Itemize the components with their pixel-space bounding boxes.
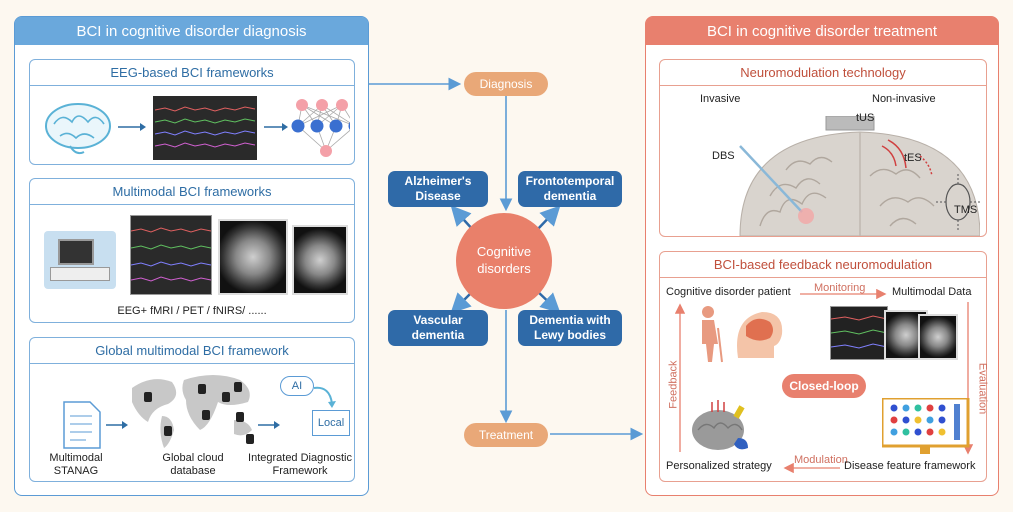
feedback-ct-image [918, 314, 958, 360]
arrow-right-icon [258, 421, 280, 429]
feedback-title: BCI-based feedback neuromodulation [660, 252, 986, 278]
disease-vascular: Vascular dementia [388, 310, 488, 346]
neural-network-icon [291, 99, 350, 157]
world-map-icon [132, 375, 254, 448]
evaluation-label: Evaluation [976, 362, 989, 415]
eeg-signal-panel [130, 215, 212, 295]
dbs-electrode [739, 145, 803, 213]
monitoring-label: Monitoring [814, 282, 866, 294]
invasive-label: Invasive [700, 93, 741, 105]
patient-icon [702, 306, 783, 363]
modulation-label: Modulation [794, 454, 848, 466]
treatment-pill: Treatment [464, 423, 548, 447]
eeg-framework-box: EEG-based BCI frameworks [29, 59, 355, 165]
sync-arrow-icon [313, 386, 336, 408]
disease-alzheimers: Alzheimer's Disease [388, 171, 488, 207]
multimodal-framework-title: Multimodal BCI frameworks [30, 179, 354, 205]
dbs-label: DBS [712, 150, 735, 162]
neuromodulation-box: Neuromodulation technology Invasive Non-… [659, 59, 987, 237]
arrow-right-icon [264, 123, 288, 131]
non-invasive-label: Non-invasive [872, 93, 936, 105]
feedback-box: BCI-based feedback neuromodulation Cogni… [659, 251, 989, 482]
diagnosis-panel: BCI in cognitive disorder diagnosis EEG-… [14, 16, 369, 496]
cognitive-disorders-circle: Cognitive disorders [456, 213, 552, 309]
mri-scan-image [218, 219, 288, 295]
global-label-cloud: Global cloud database [162, 452, 224, 478]
arrow-right-icon [118, 123, 146, 131]
tus-label: tUS [856, 112, 875, 124]
patient-label: Cognitive disorder patient [666, 286, 791, 298]
global-label-integrated: Integrated Diagnostic Framework [248, 452, 352, 478]
eeg-pipeline-graphic [45, 96, 350, 160]
personalized-strategy-label: Personalized strategy [666, 460, 772, 472]
disease-lewy-bodies: Dementia with Lewy bodies [518, 310, 622, 346]
document-icon [63, 401, 101, 449]
disease-frontotemporal: Frontotemporal dementia [518, 171, 622, 207]
eeg-device-image [44, 231, 116, 289]
treatment-panel: BCI in cognitive disorder treatment Neur… [645, 16, 999, 496]
ct-scan-image [292, 225, 348, 295]
treatment-panel-title: BCI in cognitive disorder treatment [646, 17, 998, 45]
multimodal-framework-box: Multimodal BCI frameworks EEG+ fMRI / PE… [29, 178, 355, 323]
tms-label: TMS [954, 204, 978, 216]
brain-icon [45, 103, 111, 155]
global-framework-box: Global multimodal BCI framework AI Local… [29, 337, 355, 482]
feedback-label: Feedback [667, 360, 680, 409]
brain-stimulation-graphic [739, 116, 980, 236]
arrow-right-icon [106, 421, 128, 429]
diagnosis-panel-title: BCI in cognitive disorder diagnosis [15, 17, 368, 45]
multimodal-data-label: Multimodal Data [892, 286, 972, 298]
stimulated-brain-icon [692, 400, 748, 450]
multimodal-caption: EEG+ fMRI / PET / fNIRS/ ...... [117, 305, 267, 317]
diagnosis-pill: Diagnosis [464, 72, 548, 96]
tes-label: tES [904, 152, 922, 164]
global-framework-title: Global multimodal BCI framework [30, 338, 354, 364]
eeg-framework-title: EEG-based BCI frameworks [30, 60, 354, 86]
feedback-eeg-screen [830, 306, 888, 360]
local-computer-icon: Local [312, 410, 350, 436]
global-label-stanag: Multimodal STANAG [49, 452, 103, 478]
disease-feature-label: Disease feature framework [844, 460, 976, 472]
eeg-signal-screen [153, 96, 257, 160]
closed-loop-badge: Closed-loop [782, 374, 866, 398]
feature-heatmap-icon [882, 398, 970, 454]
tus-device [825, 116, 875, 131]
ai-cloud-icon: AI [280, 376, 314, 396]
neuromodulation-title: Neuromodulation technology [660, 60, 986, 86]
